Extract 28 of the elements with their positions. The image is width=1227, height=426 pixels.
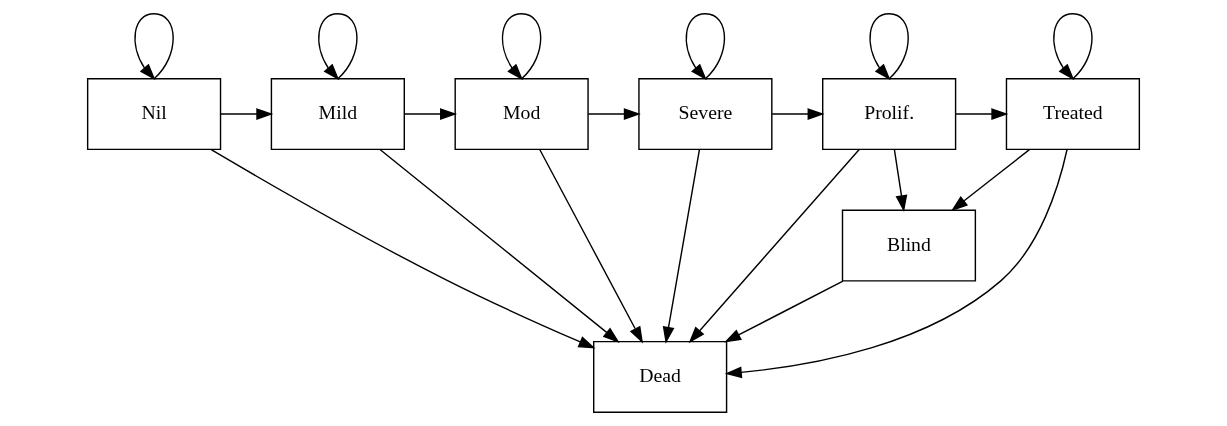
arrow [955,108,1009,120]
node-box: Mild [270,78,405,151]
arrow [869,13,909,81]
arrow [318,13,358,81]
arrow [210,149,596,349]
arrow [724,149,1068,379]
node-box: Treated [1005,78,1141,151]
arrow [220,108,274,120]
arrow [685,13,726,81]
arrow [1053,13,1093,81]
arrow [539,148,644,344]
node-box: Blind [841,209,977,282]
arrow [403,108,457,120]
node-box: Nil [86,78,222,151]
arrow [771,108,825,120]
arrow [501,13,542,81]
node-box: Severe [638,78,773,151]
arrow [688,148,860,344]
arrow [587,108,641,120]
arrow [951,148,1031,212]
arrow [724,280,844,343]
node-box: Mod [454,78,589,151]
arrow [662,148,701,344]
node-box: Dead [593,340,728,413]
arrow [134,13,174,81]
arrow [379,148,620,343]
arrow [893,149,908,213]
node-box: Prolif. [822,78,957,151]
